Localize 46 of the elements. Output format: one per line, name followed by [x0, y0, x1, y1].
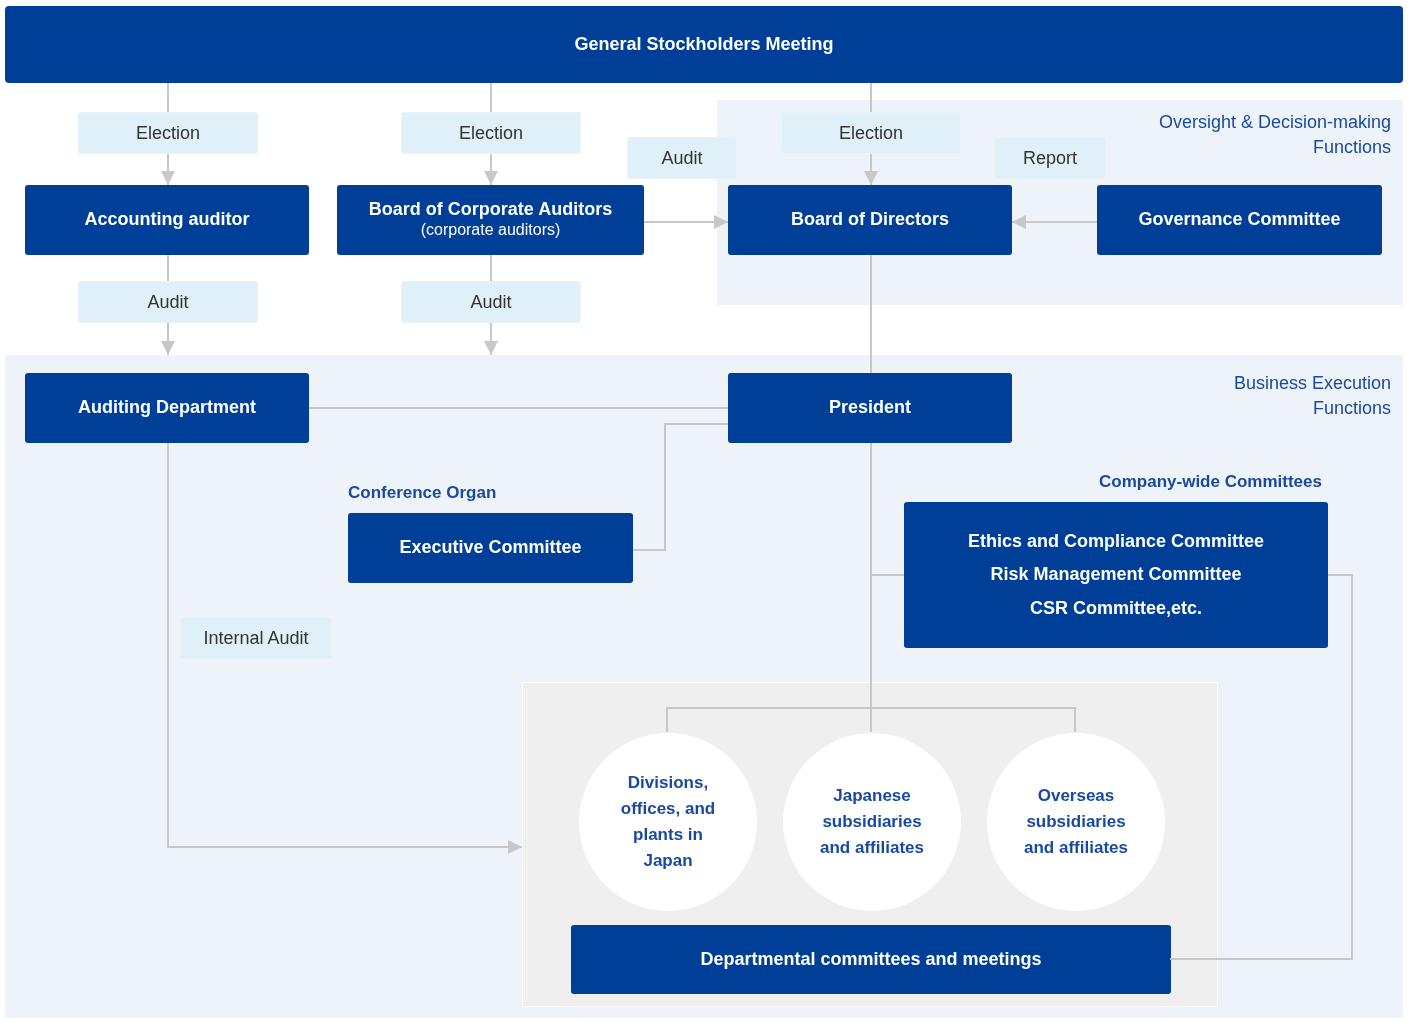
edge-label: Audit: [78, 281, 258, 323]
org-box: [728, 373, 1012, 443]
edge-label: Election: [401, 112, 581, 154]
group-heading: Conference Organ: [348, 483, 497, 503]
band-title: Oversight & Decision-making Functions: [1157, 111, 1391, 159]
box-label: Departmental committees and meetings: [700, 948, 1042, 971]
circle-label: Divisions, offices, and plants in Japan: [620, 772, 716, 872]
org-box: [571, 925, 1171, 994]
region-band: [5, 355, 1403, 1018]
org-box: [25, 185, 309, 255]
box-sublabel: (corporate auditors): [420, 220, 561, 241]
edge-label: Report: [994, 137, 1106, 179]
connector-line: [308, 407, 729, 409]
group-heading: Company-wide Committees: [1099, 472, 1322, 492]
box-label: Governance Committee: [1138, 209, 1341, 231]
org-box: [25, 373, 309, 443]
connector-line: [870, 254, 872, 374]
region-band: [717, 100, 1403, 305]
box-label: President: [829, 397, 911, 419]
circle-label: Japanese subsidiaries and affiliates: [819, 785, 925, 859]
arrow: [643, 215, 729, 229]
committee-name: Ethics and Compliance Committee: [967, 530, 1265, 553]
header-bar: [5, 6, 1403, 83]
box-label: Executive Committee: [399, 537, 582, 559]
org-box: [1097, 185, 1382, 255]
edge-label: Internal Audit: [180, 617, 332, 659]
committee-name: Risk Management Committee: [990, 564, 1242, 586]
edge-label: Election: [78, 112, 258, 154]
box-label: Auditing Department: [78, 397, 256, 419]
circle-label: Overseas subsidiaries and affiliates: [1023, 785, 1129, 859]
org-box: [337, 185, 644, 255]
committee-name: CSR Committee,etc.: [1029, 597, 1202, 620]
connector-line: [1169, 574, 1353, 960]
box-label: Accounting auditor: [84, 209, 250, 231]
header-label: General Stockholders Meeting: [574, 33, 834, 56]
box-label: Board of Corporate Auditors: [368, 198, 613, 221]
edge-label: Audit: [401, 281, 581, 323]
arrow: [1011, 215, 1098, 229]
group-panel: [522, 682, 1218, 1007]
box-label: Board of Directors: [791, 209, 949, 231]
band-title: Business Execution Functions: [1232, 372, 1391, 420]
connector-line: [632, 423, 729, 551]
edge-label: Audit: [627, 137, 737, 179]
arrow: [167, 442, 523, 854]
edge-label: Election: [781, 112, 961, 154]
org-box: [728, 185, 1012, 255]
